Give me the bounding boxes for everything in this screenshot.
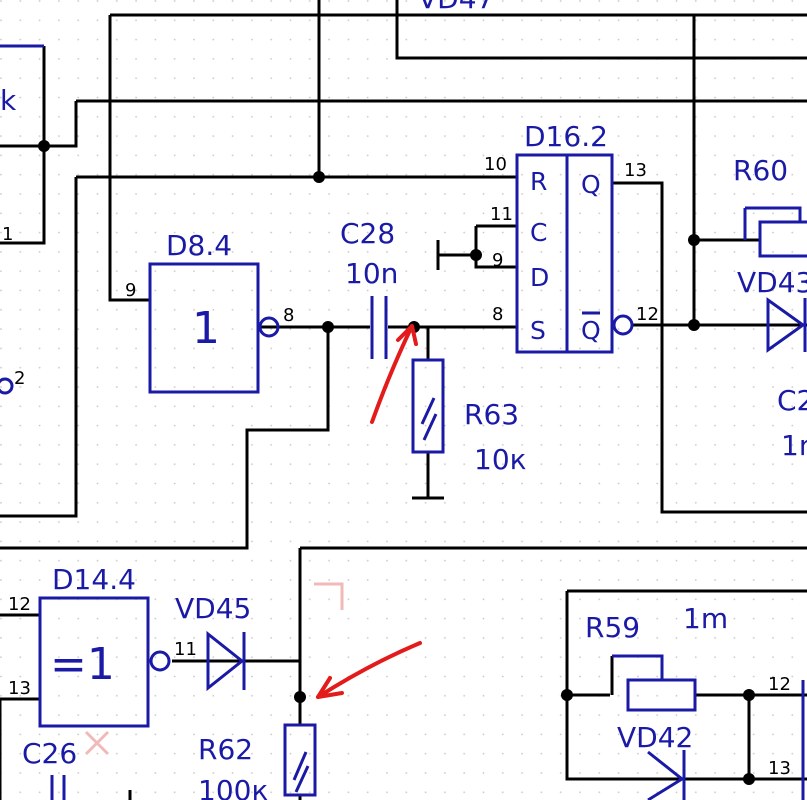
r62-label: R62 [198,733,253,766]
d14-label: D14.4 [52,563,136,596]
ff-r-pin-number: 10 [484,154,507,175]
r62-resistor: R62 100к [198,723,317,800]
d14-function: =1 [50,639,115,690]
vd45-diode: VD45 [175,592,251,692]
ff-pin-r: R [530,167,547,196]
c2-value: 1n [781,429,807,462]
ff-c-pin-number: 11 [490,204,513,225]
pin-2-label: 2 [14,368,25,389]
r63-value: 10к [474,443,527,476]
d8-label: D8.4 [166,229,232,262]
vd43-diode: VD43 C2 1n [737,266,807,462]
c26-label: C26 [22,737,77,770]
c28-value: 10n [345,257,398,290]
ff-q-pin-number: 13 [624,160,647,181]
faint-marks [84,582,344,756]
r59-pin-b: 13 [768,758,791,779]
r63-resistor: R63 10к [411,358,527,476]
d8-output-pin: 8 [283,305,294,326]
pin-1-label: 1 [2,224,13,245]
vd47-label: VD47 [418,0,494,15]
ff-d-pin-number: 9 [492,250,503,271]
d8-function: 1 [192,303,220,354]
ff-pin-q: Q [581,170,601,199]
r59-pin-a: 12 [768,674,791,695]
r60-resistor: R60 [733,154,807,258]
r60-label: R60 [733,154,788,187]
c28-label: C28 [340,217,395,250]
r59-value: 1m [683,602,728,635]
ff-pin-qbar: Q [581,316,601,345]
vd42-diode: VD42 [617,721,693,800]
vd43-label: VD43 [737,266,807,299]
ff-s-pin-number: 8 [492,304,503,325]
d8-input-pin: 9 [125,280,136,301]
ff-pin-c: C [530,218,547,247]
c26-capacitor: C26 [22,737,77,800]
r59-resistor: R59 1m 12 13 [585,602,791,779]
d14-output-pin: 11 [174,639,197,660]
annotation-arrows [316,324,422,699]
c28-capacitor: C28 10n [340,217,398,359]
d14-pin-b: 13 [8,678,31,699]
r62-value: 100к [198,774,268,800]
d16-flipflop: D16.2 R C D S Q Q 10 11 9 8 13 12 [484,120,659,354]
d14-pin-a: 12 [8,594,31,615]
ff-pin-d: D [530,263,549,292]
r63-label: R63 [464,398,519,431]
ff-qbar-pin-number: 12 [636,304,659,325]
d14-xor-gate: D14.4 =1 12 13 11 [8,563,197,728]
d16-label: D16.2 [524,120,608,153]
r59-label: R59 [585,611,640,644]
junction-dots [38,140,755,785]
d8-inverter: D8.4 1 9 8 [125,229,294,394]
ff-pin-s: S [530,316,546,345]
vd42-label: VD42 [617,721,693,754]
left-component-label: k [0,84,17,117]
vd45-label: VD45 [175,592,251,625]
c2-label: C2 [777,384,807,417]
left-partial-component: k 1 2 [0,44,44,395]
